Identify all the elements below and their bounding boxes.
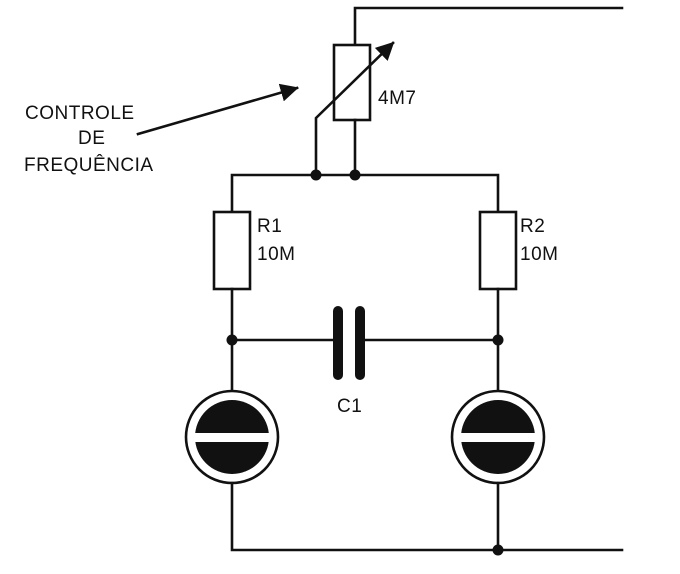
junction-dot xyxy=(349,169,361,181)
capacitor-c1-ref: C1 xyxy=(337,396,362,417)
resistor-r2-ref: R2 xyxy=(520,216,545,237)
annotation-line-de: DE xyxy=(78,128,105,149)
junction-dot xyxy=(492,544,504,556)
resistor-r1-value: 10M xyxy=(257,244,295,265)
neon-lamp-left xyxy=(184,389,280,485)
potentiometer-wiper-arrow xyxy=(314,41,395,177)
top-output-wire xyxy=(353,6,624,47)
resistor-r2 xyxy=(478,210,518,291)
capacitor-c1-plate xyxy=(333,306,343,380)
resistor-r1 xyxy=(212,210,252,291)
neon-lamp-right xyxy=(450,389,546,485)
junction-dot xyxy=(226,334,238,346)
resistor-r1-ref: R1 xyxy=(257,216,282,237)
junction-dot xyxy=(310,169,322,181)
annotation-pointer-arrow xyxy=(136,83,299,136)
top-bus-wire xyxy=(230,173,500,214)
potentiometer-value-label: 4M7 xyxy=(378,88,416,109)
bottom-return-wire xyxy=(230,481,624,552)
junction-dot xyxy=(492,334,504,346)
annotation-line-frequencia: FREQUÊNCIA xyxy=(24,154,154,176)
annotation-line-controle: CONTROLE xyxy=(25,103,135,124)
resistor-r2-value: 10M xyxy=(520,244,558,265)
potentiometer-body xyxy=(332,43,372,122)
capacitor-c1-plate xyxy=(355,306,365,380)
